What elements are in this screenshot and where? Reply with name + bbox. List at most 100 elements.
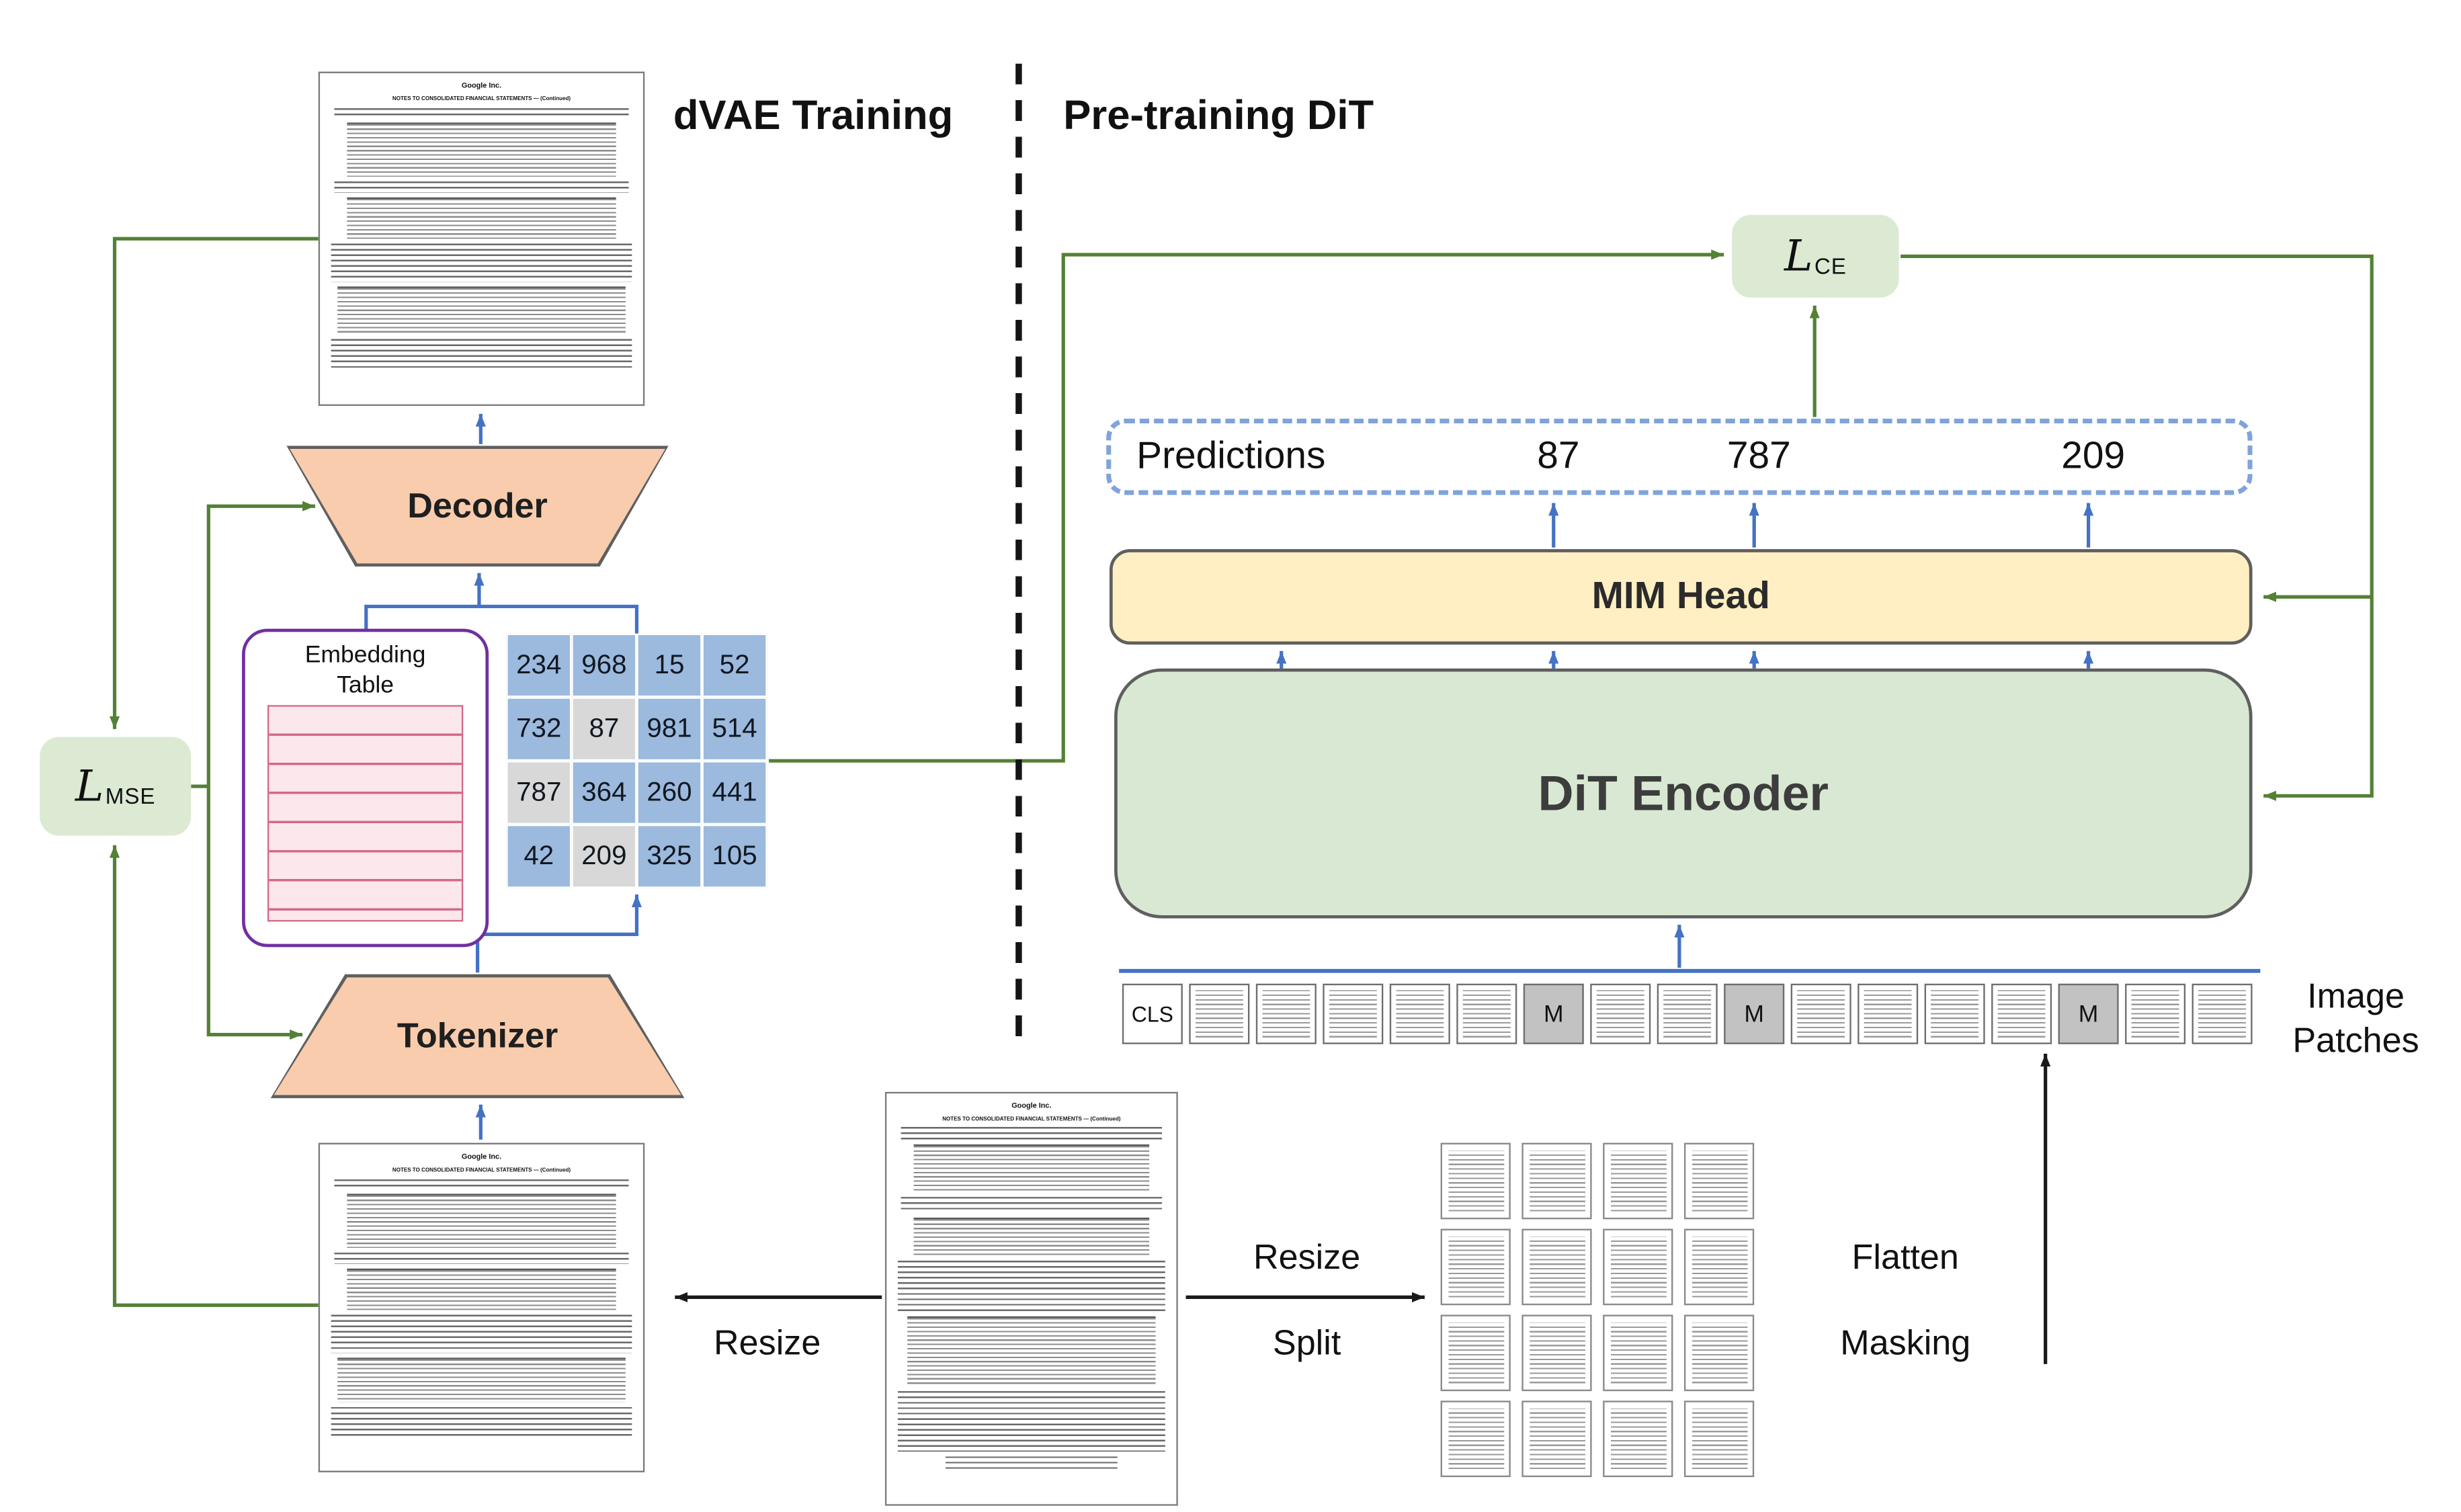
token-cell: 732 — [506, 697, 572, 761]
prediction-value: 787 — [1726, 434, 1791, 478]
masked-patch: M — [1523, 983, 1584, 1044]
split-patch — [1440, 1142, 1511, 1220]
mse-loss-symbol: L — [75, 761, 104, 811]
token-cell: 441 — [702, 761, 767, 825]
split-patch — [1603, 1314, 1673, 1392]
predictions-label: Predictions — [1136, 434, 1326, 478]
token-cell: 325 — [636, 824, 702, 888]
dvae-title: dVAE Training — [673, 91, 954, 139]
document-company: Google Inc. — [1011, 1101, 1052, 1109]
patch-sequence: CLS M M M — [1122, 983, 2253, 1044]
table-lines — [907, 1316, 1156, 1387]
split-patch — [1683, 1142, 1755, 1220]
masked-patch: M — [1724, 983, 1785, 1044]
split-patch — [1521, 1400, 1592, 1478]
ce-loss-subscript: CE — [1814, 253, 1847, 279]
image-patch — [1323, 983, 1384, 1044]
split-patch — [1440, 1228, 1511, 1306]
predictions-box: Predictions 87 787 209 — [1106, 418, 2253, 495]
image-patch — [2125, 983, 2186, 1044]
token-cell: 15 — [636, 633, 702, 698]
table-lines — [347, 198, 616, 240]
resize-right-label: Resize — [1253, 1236, 1361, 1277]
image-patch — [1255, 983, 1317, 1044]
token-cell: 42 — [506, 824, 572, 888]
image-patch — [2192, 983, 2253, 1044]
ce-loss-symbol: L — [1784, 231, 1813, 282]
split-label: Split — [1272, 1322, 1341, 1363]
token-cell: 364 — [571, 761, 637, 825]
split-patch — [1683, 1314, 1755, 1392]
split-patch — [1440, 1400, 1511, 1478]
text-lines — [331, 1407, 632, 1440]
table-lines — [913, 1144, 1150, 1193]
reconstructed-document: Google Inc. NOTES TO CONSOLIDATED FINANC… — [318, 71, 645, 406]
text-lines — [897, 1392, 1165, 1453]
text-lines — [331, 1315, 632, 1354]
token-cell: 514 — [702, 697, 767, 761]
image-patch — [1189, 983, 1250, 1044]
flatten-label: Flatten — [1851, 1236, 1959, 1277]
mse-loss-subscript: MSE — [105, 783, 156, 809]
image-patch — [1858, 983, 1919, 1044]
text-lines — [331, 339, 632, 372]
split-patch — [1603, 1400, 1673, 1478]
tokenizer-fill — [274, 977, 681, 1095]
text-lines — [331, 244, 632, 283]
split-patch — [1683, 1228, 1755, 1306]
arrow-tokenizer-to-tokens — [475, 894, 642, 973]
text-lines — [334, 1253, 629, 1265]
image-patch — [1790, 983, 1851, 1044]
decoder-label: Decoder — [407, 485, 548, 526]
text-lines — [901, 1198, 1163, 1214]
dit-title: Pre-training DiT — [1063, 91, 1374, 139]
prediction-value: 87 — [1537, 434, 1580, 478]
split-patch — [1521, 1314, 1592, 1392]
table-lines — [347, 1194, 616, 1249]
image-patch — [1456, 983, 1517, 1044]
image-patch — [1991, 983, 2052, 1044]
decoder-fill — [290, 448, 666, 564]
image-patches-label: Image Patches — [2292, 975, 2419, 1060]
split-patch — [1521, 1228, 1592, 1306]
text-lines — [901, 1127, 1163, 1140]
patch-grid — [1440, 1142, 1755, 1478]
table-lines — [337, 1358, 626, 1403]
text-lines — [334, 1180, 629, 1190]
split-patch — [1603, 1142, 1673, 1220]
text-lines — [945, 1457, 1118, 1473]
section-divider — [1015, 63, 1022, 1048]
embedding-table: Embedding Table — [242, 628, 489, 948]
prediction-value: 209 — [2061, 434, 2126, 478]
cls-token: CLS — [1122, 983, 1183, 1044]
decoder-block: Decoder — [286, 446, 669, 567]
masking-label: Masking — [1840, 1322, 1971, 1363]
document-heading: NOTES TO CONSOLIDATED FINANCIAL STATEMEN… — [392, 1167, 571, 1173]
masked-token-cell: 787 — [506, 761, 572, 825]
masked-patch: M — [2058, 983, 2119, 1044]
dit-encoder: DiT Encoder — [1114, 668, 2253, 919]
mim-head: MIM Head — [1109, 549, 2253, 645]
document-company: Google Inc. — [461, 81, 502, 89]
table-lines — [913, 1218, 1150, 1257]
embedding-rows — [267, 705, 464, 922]
resize-left-label: Resize — [714, 1322, 821, 1363]
text-lines — [897, 1261, 1165, 1312]
split-patch — [1521, 1142, 1592, 1220]
split-patch — [1683, 1400, 1755, 1478]
image-patch — [1657, 983, 1718, 1044]
split-patch — [1603, 1228, 1673, 1306]
token-cell: 52 — [702, 633, 767, 698]
text-lines — [334, 108, 629, 119]
split-patch — [1440, 1314, 1511, 1392]
table-lines — [337, 287, 626, 335]
image-patch — [1389, 983, 1450, 1044]
table-lines — [347, 123, 616, 177]
table-lines — [347, 1269, 616, 1311]
document-heading: NOTES TO CONSOLIDATED FINANCIAL STATEMEN… — [942, 1116, 1121, 1122]
token-cell: 981 — [636, 697, 702, 761]
